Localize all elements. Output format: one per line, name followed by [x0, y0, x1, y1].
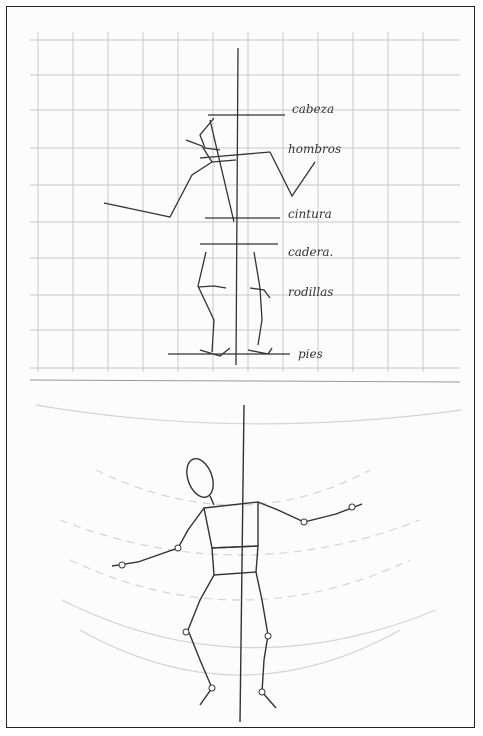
label-head: cabeza	[292, 102, 334, 116]
label-shoulders: hombros	[288, 142, 341, 156]
body-labels: cabeza hombros cintura cadera. rodillas …	[288, 102, 341, 361]
head-oval	[182, 455, 218, 501]
label-knees: rodillas	[288, 285, 333, 299]
label-hips: cadera.	[288, 245, 333, 259]
shoulder-line	[200, 152, 270, 158]
grid-sheet	[30, 32, 460, 382]
motion-arcs	[36, 405, 462, 675]
label-waist: cintura	[288, 207, 332, 221]
center-axis-top	[236, 48, 238, 365]
label-feet: pies	[298, 347, 323, 361]
